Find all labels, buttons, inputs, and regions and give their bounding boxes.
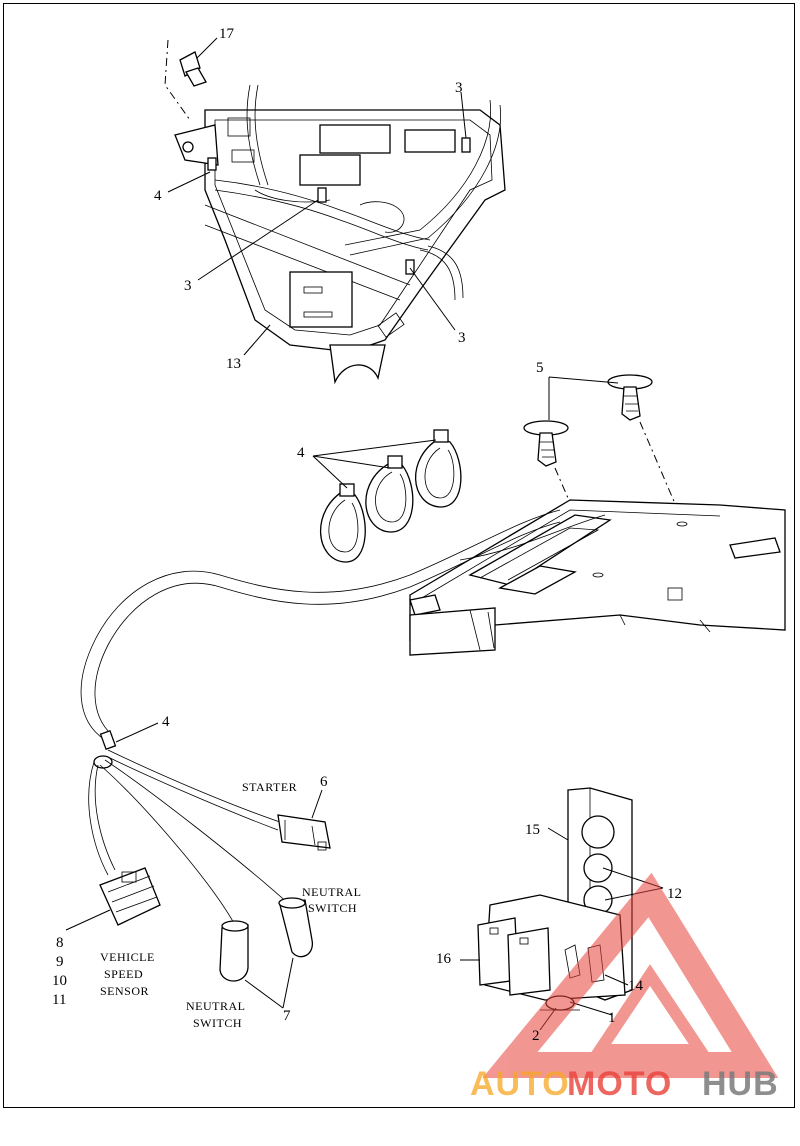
neutral-switch-plug-left bbox=[219, 920, 249, 982]
callout-numbers: 17 3 4 3 3 13 5 4 4 6 8 9 10 11 7 15 12 … bbox=[52, 26, 682, 1044]
callout-4-clamps: 4 bbox=[297, 445, 305, 461]
leader-lines bbox=[65, 37, 664, 1031]
part-captions: STARTER NEUTRAL SWITCH NEUTRAL SWITCH VE… bbox=[100, 780, 362, 1030]
starter-connector bbox=[277, 814, 331, 851]
callout-12: 12 bbox=[667, 886, 682, 902]
callout-3-top: 3 bbox=[455, 80, 463, 96]
callout-7: 7 bbox=[283, 1008, 291, 1024]
watermark-part3: HUB bbox=[702, 1065, 779, 1103]
callout-3-right: 3 bbox=[458, 330, 466, 346]
callout-2: 2 bbox=[532, 1028, 540, 1044]
watermark-part2: MOTO bbox=[567, 1065, 672, 1103]
bolt-17 bbox=[164, 39, 207, 121]
watermark-text: AUTO MOTO HUB bbox=[470, 1065, 779, 1103]
callout-4-harness: 4 bbox=[162, 714, 170, 730]
caption-neutral-switch-right-line2: SWITCH bbox=[308, 901, 357, 915]
callout-4-top: 4 bbox=[154, 188, 162, 204]
callout-15: 15 bbox=[525, 822, 540, 838]
watermark-part1: AUTO bbox=[470, 1065, 570, 1103]
caption-neutral-switch-bottom-line2: SWITCH bbox=[193, 1016, 242, 1030]
callout-11: 11 bbox=[52, 992, 66, 1008]
callout-17: 17 bbox=[219, 26, 235, 42]
push-pin-left bbox=[523, 420, 601, 573]
caption-neutral-switch-right-line1: NEUTRAL bbox=[302, 885, 362, 899]
caption-speed-sensor-line1: VEHICLE bbox=[100, 950, 155, 964]
housing-assembly bbox=[174, 84, 506, 385]
callout-10: 10 bbox=[52, 973, 67, 989]
cable-clamps bbox=[320, 429, 462, 563]
push-pin-right bbox=[607, 374, 683, 521]
callout-6: 6 bbox=[320, 774, 328, 790]
callout-3-left: 3 bbox=[184, 278, 192, 294]
callout-5: 5 bbox=[536, 360, 544, 376]
caption-neutral-switch-bottom-line1: NEUTRAL bbox=[186, 999, 246, 1013]
callout-9: 9 bbox=[56, 954, 64, 970]
drawing-frame bbox=[3, 3, 795, 1108]
tray-bracket bbox=[409, 499, 786, 656]
watermark-logo bbox=[482, 872, 779, 1078]
caption-speed-sensor-line3: SENSOR bbox=[100, 984, 149, 998]
caption-starter: STARTER bbox=[242, 780, 297, 794]
callout-13: 13 bbox=[226, 356, 241, 372]
wiring-harness bbox=[80, 509, 606, 926]
callout-16: 16 bbox=[436, 951, 452, 967]
caption-speed-sensor-line2: SPEED bbox=[104, 967, 143, 981]
speed-sensor-connector bbox=[99, 867, 161, 926]
callout-1: 1 bbox=[608, 1010, 616, 1026]
neutral-switch-plug-right bbox=[278, 897, 313, 958]
callout-14: 14 bbox=[628, 978, 644, 994]
callout-8: 8 bbox=[56, 935, 64, 951]
